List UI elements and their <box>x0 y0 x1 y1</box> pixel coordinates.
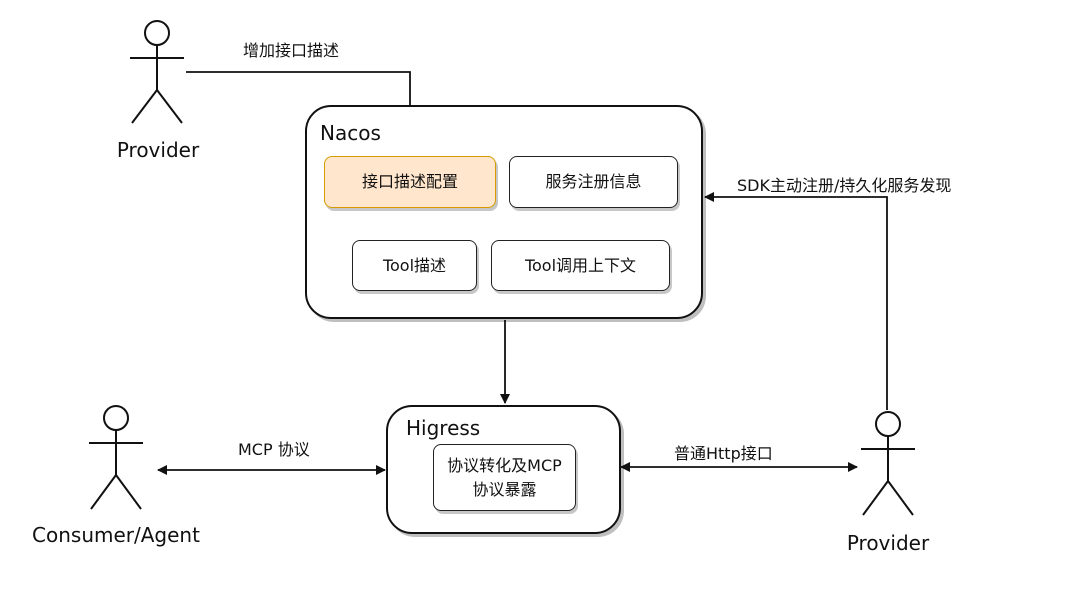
sdk-register-label: SDK主动注册/持久化服务发现 <box>737 176 952 195</box>
provider-bottom-label: Provider <box>846 531 930 555</box>
consumer-label: Consumer/Agent <box>32 523 200 547</box>
higress-title: Higress <box>406 416 481 440</box>
provider-top-figure <box>130 20 184 124</box>
protocol-conversion-line1: 协议转化及MCP <box>447 455 562 475</box>
interface-desc-config-box: 接口描述配置 <box>324 156 496 208</box>
protocol-conversion-box: 协议转化及MCP 协议暴露 <box>433 444 576 511</box>
consumer-figure <box>89 405 143 510</box>
tool-desc-box: Tool描述 <box>352 240 477 291</box>
provider-top-label: Provider <box>116 138 200 162</box>
mcp-protocol-label: MCP 协议 <box>238 440 310 459</box>
nacos-title: Nacos <box>320 121 381 145</box>
service-registration-box: 服务注册信息 <box>509 156 678 208</box>
protocol-conversion-line2: 协议暴露 <box>472 479 537 499</box>
add-interface-desc-label: 增加接口描述 <box>243 41 340 60</box>
sdk-register-arrow <box>704 192 888 410</box>
provider-bottom-figure <box>861 411 915 516</box>
http-interface-label: 普通Http接口 <box>674 444 773 463</box>
tool-context-box: Tool调用上下文 <box>491 240 670 291</box>
